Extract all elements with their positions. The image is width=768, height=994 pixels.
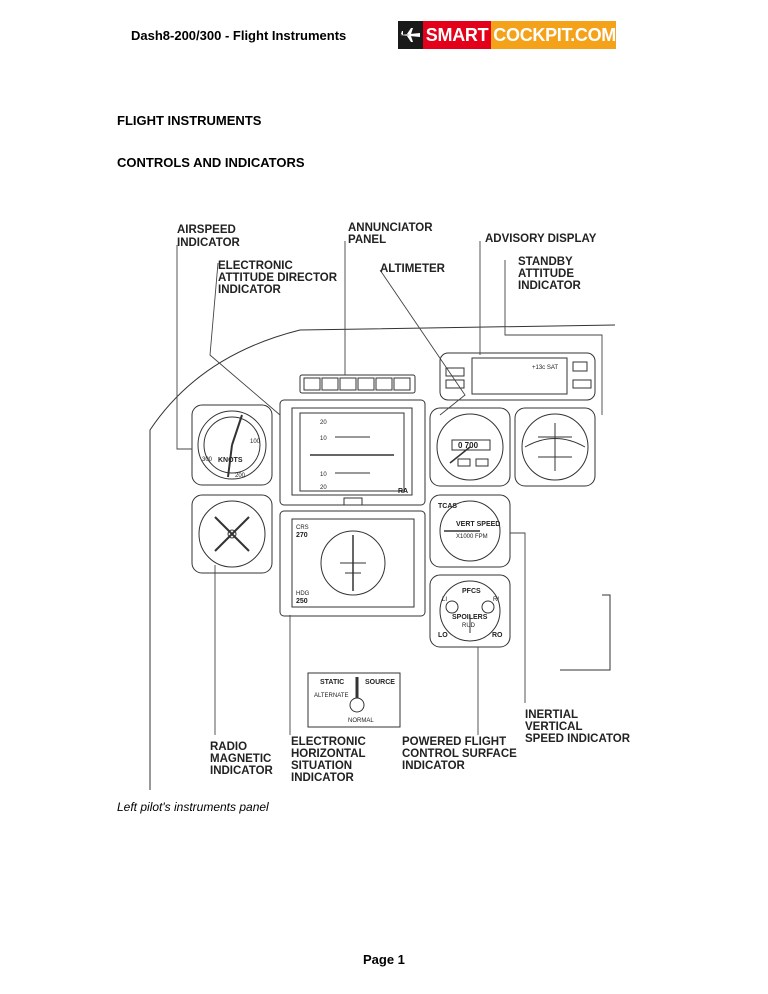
ivsi-case bbox=[429, 494, 511, 568]
airspeed-tick-200: 200 bbox=[235, 473, 246, 479]
pfcs-case bbox=[429, 574, 511, 648]
callout-annunciator-panel: ANNUNCIATOR PANEL bbox=[348, 222, 433, 246]
standby-attitude-case bbox=[514, 407, 596, 487]
airspeed-dial bbox=[197, 410, 267, 480]
static-normal-label: NORMAL bbox=[348, 718, 374, 724]
callout-eadi: ELECTRONIC ATTITUDE DIRECTOR INDICATOR bbox=[218, 260, 338, 296]
airspeed-tick-300: 300 bbox=[202, 457, 213, 463]
adi-pitch-20-bottom: 20 bbox=[320, 485, 327, 491]
svg-text:HORIZONTAL: HORIZONTAL bbox=[291, 748, 366, 760]
static-source-label: STATIC bbox=[320, 679, 344, 686]
svg-text:INDICATOR: INDICATOR bbox=[218, 284, 282, 296]
logo-domain: COCKPIT.COM bbox=[493, 25, 616, 45]
pfcs-title: PFCS bbox=[462, 588, 481, 595]
static-source-selector bbox=[349, 697, 365, 713]
static-source-panel bbox=[307, 672, 401, 728]
svg-text:VERTICAL: VERTICAL bbox=[525, 721, 583, 733]
svg-text:RADIO: RADIO bbox=[210, 741, 247, 753]
svg-text:INDICATOR: INDICATOR bbox=[402, 760, 466, 772]
pfcs-spoilers-label: SPOILERS bbox=[452, 614, 488, 621]
ehsi-crs-label: CRS bbox=[296, 525, 309, 531]
svg-text:SITUATION: SITUATION bbox=[291, 760, 352, 772]
annunciator-lights bbox=[303, 377, 411, 391]
vsi-label-2: X1000 FPM bbox=[456, 534, 488, 540]
callout-standby-attitude: STANDBY ATTITUDE INDICATOR bbox=[518, 256, 582, 292]
svg-text:POWERED FLIGHT: POWERED FLIGHT bbox=[402, 736, 506, 748]
svg-text:ELECTRONIC: ELECTRONIC bbox=[291, 736, 366, 748]
section-heading: FLIGHT INSTRUMENTS bbox=[117, 113, 262, 128]
ehsi-hdg-label: HDG bbox=[296, 591, 310, 597]
svg-text:ATTITUDE DIRECTOR: ATTITUDE DIRECTOR bbox=[218, 272, 338, 284]
logo-brand: SMART bbox=[422, 21, 492, 49]
advisory-sat-readout: +13c SAT bbox=[532, 365, 558, 371]
altimeter-readout: 0 700 bbox=[458, 441, 479, 450]
ehsi-case bbox=[279, 510, 426, 617]
callout-altimeter: ALTIMETER bbox=[380, 263, 446, 275]
static-source-label-2: SOURCE bbox=[365, 679, 395, 686]
svg-text:STANDBY: STANDBY bbox=[518, 256, 573, 268]
svg-text:INDICATOR: INDICATOR bbox=[291, 772, 355, 784]
svg-text:ATTITUDE: ATTITUDE bbox=[518, 268, 574, 280]
altimeter-case bbox=[429, 407, 511, 487]
svg-text:MAGNETIC: MAGNETIC bbox=[210, 753, 271, 765]
airplane-icon bbox=[398, 21, 423, 49]
static-alternate-label: ALTERNATE bbox=[314, 693, 348, 699]
svg-text:AIRSPEED: AIRSPEED bbox=[177, 224, 236, 236]
rmi-case bbox=[191, 494, 273, 574]
document-header-title: Dash8-200/300 - Flight Instruments bbox=[131, 28, 347, 43]
callout-advisory-display: ADVISORY DISPLAY bbox=[485, 233, 597, 245]
smartcockpit-logo: SMART COCKPIT.COM bbox=[398, 21, 616, 49]
svg-text:ANNUNCIATOR: ANNUNCIATOR bbox=[348, 222, 433, 234]
pfcs-lo-label: LO bbox=[438, 632, 448, 639]
page-number: Page 1 bbox=[363, 952, 405, 967]
svg-text:PANEL: PANEL bbox=[348, 234, 386, 246]
vsi-label-1: VERT SPEED bbox=[456, 521, 500, 528]
airspeed-tick-100: 100 bbox=[250, 439, 261, 445]
adi-ra-label: RA bbox=[398, 488, 408, 495]
ehsi-crs-value: 270 bbox=[296, 532, 308, 539]
svg-text:SPEED INDICATOR: SPEED INDICATOR bbox=[525, 733, 630, 745]
pfcs-li-label: LI bbox=[442, 597, 447, 603]
airspeed-knots-label: KNOTS bbox=[218, 457, 243, 464]
pfcs-ri-label: RI bbox=[493, 597, 499, 603]
callout-ivsi: INERTIAL VERTICAL SPEED INDICATOR bbox=[525, 709, 630, 745]
callout-rmi: RADIO MAGNETIC INDICATOR bbox=[210, 741, 274, 777]
callout-pfcs: POWERED FLIGHT CONTROL SURFACE INDICATOR bbox=[402, 736, 517, 772]
svg-text:INDICATOR: INDICATOR bbox=[210, 765, 274, 777]
subsection-heading: CONTROLS AND INDICATORS bbox=[117, 155, 305, 170]
advisory-screen bbox=[471, 357, 568, 395]
adi-pitch-10-bottom: 10 bbox=[320, 472, 327, 478]
svg-text:INERTIAL: INERTIAL bbox=[525, 709, 578, 721]
annunciator-panel bbox=[299, 374, 416, 394]
svg-text:ELECTRONIC: ELECTRONIC bbox=[218, 260, 293, 272]
svg-text:INDICATOR: INDICATOR bbox=[518, 280, 582, 292]
panel-outline-left bbox=[149, 324, 616, 790]
adi-pitch-20-top: 20 bbox=[320, 420, 327, 426]
airspeed-indicator-case bbox=[191, 404, 273, 486]
svg-text:ADVISORY DISPLAY: ADVISORY DISPLAY bbox=[485, 233, 597, 245]
advisory-display bbox=[439, 352, 596, 401]
svg-text:INDICATOR: INDICATOR bbox=[177, 237, 241, 249]
vsi-tcas-label: TCAS bbox=[438, 503, 457, 510]
ehsi-compass bbox=[320, 530, 386, 596]
rmi-dial bbox=[198, 500, 266, 568]
callout-ehsi: ELECTRONIC HORIZONTAL SITUATION INDICATO… bbox=[291, 736, 366, 784]
callout-airspeed-indicator: AIRSPEED INDICATOR bbox=[177, 224, 241, 249]
svg-text:CONTROL SURFACE: CONTROL SURFACE bbox=[402, 748, 517, 760]
pfcs-rud-label: RUD bbox=[462, 623, 476, 629]
altimeter-dial bbox=[436, 413, 504, 481]
instrument-panel-diagram: AIRSPEED INDICATOR ANNUNCIATOR PANEL ADV… bbox=[149, 222, 630, 790]
ehsi-hdg-value: 250 bbox=[296, 598, 308, 605]
svg-text:ALTIMETER: ALTIMETER bbox=[380, 263, 446, 275]
figure-caption: Left pilot's instruments panel bbox=[117, 800, 269, 814]
adi-pitch-10-top: 10 bbox=[320, 436, 327, 442]
panel-outline-right bbox=[560, 594, 611, 671]
pfcs-ro-label: RO bbox=[492, 632, 503, 639]
